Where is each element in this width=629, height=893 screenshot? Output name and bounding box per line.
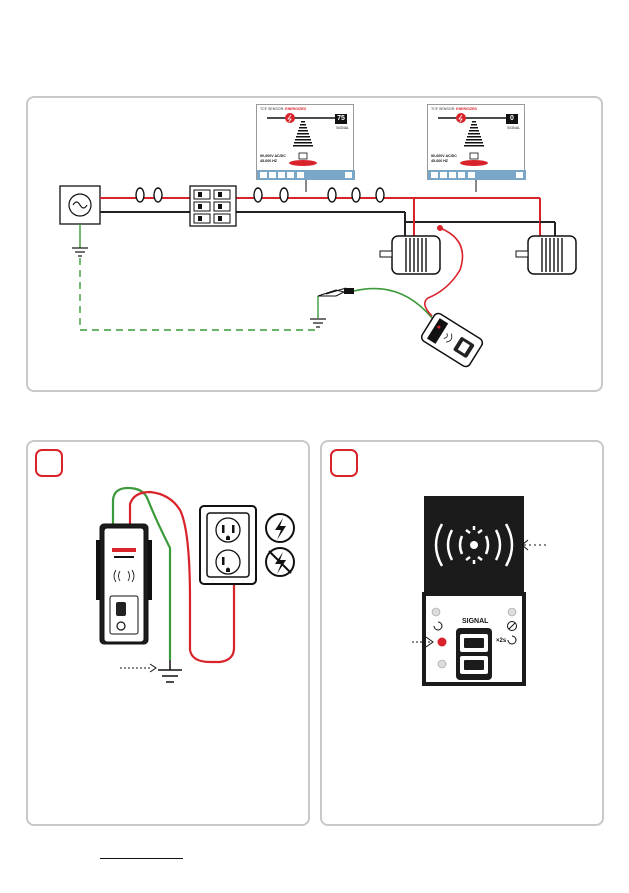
screen-title: TCF SENSOR: bbox=[260, 107, 285, 111]
ground-symbol-icon bbox=[72, 247, 88, 257]
signal-button-label: SIGNAL bbox=[462, 618, 489, 625]
ground-symbol-icon bbox=[310, 318, 326, 328]
footer-rule bbox=[100, 858, 183, 859]
tracer-device-icon bbox=[96, 523, 152, 645]
screen-title: TCF SENSOR: bbox=[431, 107, 456, 111]
sensor-screen-energized: TCF SENSOR: ENERGIZED 75 SIGNAL 90-600V … bbox=[256, 104, 355, 180]
step-panel-outlet bbox=[26, 440, 310, 826]
voltage-range: 90-600V AC/DC bbox=[431, 154, 457, 158]
screen-graphic bbox=[428, 113, 526, 180]
hold-label: ×2s bbox=[496, 638, 507, 644]
screen-state: ENERGIZED bbox=[456, 107, 478, 111]
ground-symbol-icon bbox=[158, 660, 182, 683]
signal-value: 75 bbox=[335, 114, 347, 124]
screen-state: ENERGIZED bbox=[285, 107, 307, 111]
motor-icon bbox=[515, 235, 577, 275]
tracer-device-icon bbox=[420, 312, 484, 368]
frequency-range: 45-600 HZ bbox=[260, 159, 277, 163]
energized-icon bbox=[265, 513, 295, 543]
signal-label: SIGNAL bbox=[336, 126, 349, 130]
alligator-clip-icon bbox=[317, 287, 354, 297]
device-closeup bbox=[422, 496, 526, 686]
ac-source-icon bbox=[59, 185, 101, 225]
voltage-range: 90-600V AC/DC bbox=[260, 154, 286, 158]
screen-graphic bbox=[257, 113, 355, 180]
step-panel-device bbox=[320, 440, 604, 826]
signal-label: SIGNAL bbox=[507, 126, 520, 130]
frequency-range: 45-600 HZ bbox=[431, 159, 448, 163]
sensor-screen-zero: TCF SENSOR: ENERGIZED 0 SIGNAL 90-600V A… bbox=[427, 104, 526, 180]
breaker-panel-icon bbox=[189, 185, 237, 227]
de-energized-icon bbox=[265, 547, 295, 577]
step-number-badge bbox=[35, 449, 63, 477]
wire-break-icon bbox=[135, 187, 385, 203]
motor-icon bbox=[379, 235, 441, 275]
step-number-badge bbox=[330, 449, 358, 477]
outlet-icon bbox=[199, 505, 257, 585]
signal-value: 0 bbox=[506, 114, 518, 124]
